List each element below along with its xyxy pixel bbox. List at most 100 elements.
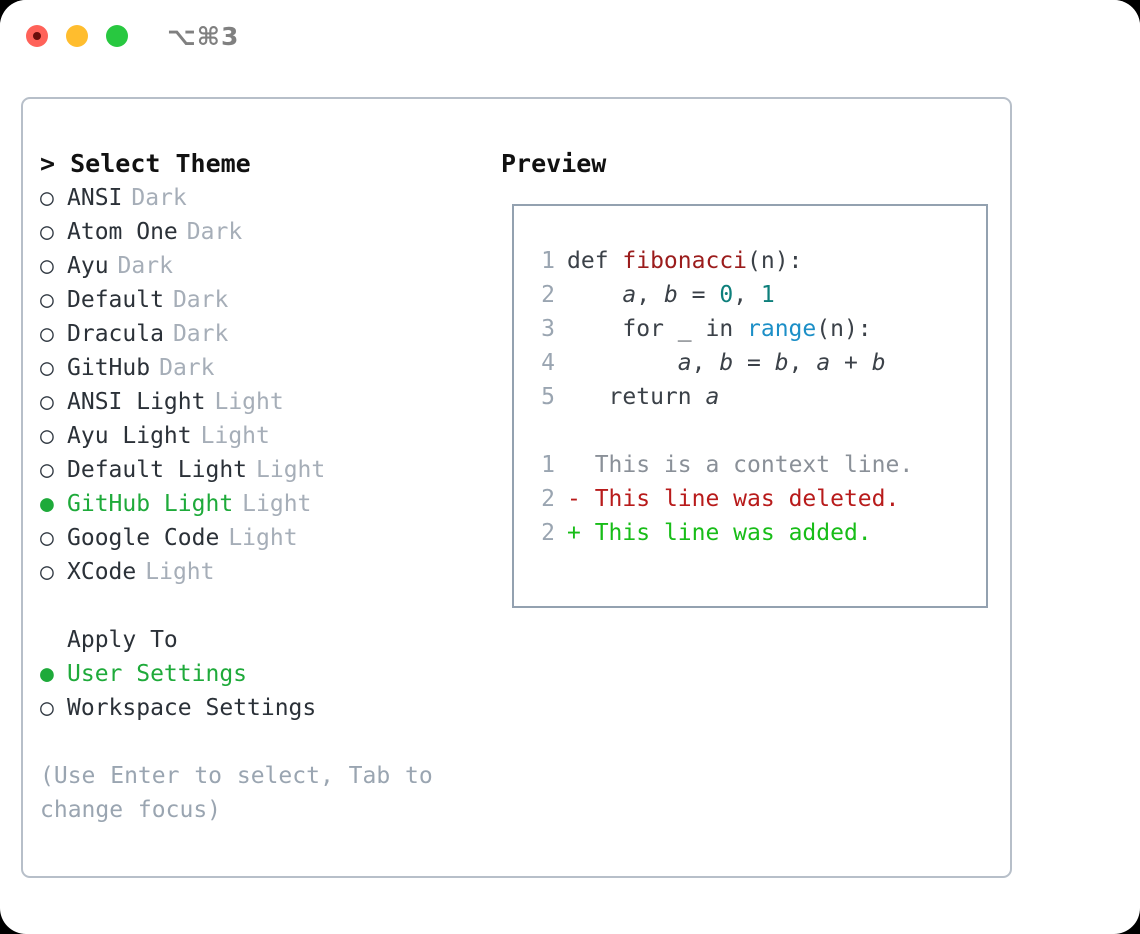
code-token: +: [830, 350, 872, 376]
radio-unselected-icon[interactable]: ○: [40, 559, 54, 585]
diff-line: 1 This is a context line.: [527, 448, 913, 482]
theme-variant-tag: Dark: [172, 321, 229, 347]
diff-marker: [567, 448, 595, 482]
radio-unselected-icon[interactable]: ○: [40, 321, 54, 347]
theme-option[interactable]: ○ Ayu Light Light: [40, 419, 470, 453]
radio-unselected-icon[interactable]: ○: [40, 423, 54, 449]
code-token: =: [733, 350, 775, 376]
line-number: 1: [541, 248, 555, 274]
diff-line-text: This line was deleted.: [594, 486, 900, 512]
hint-spacer: [40, 725, 470, 759]
line-number: 1: [541, 452, 555, 478]
minimize-button-icon[interactable]: [66, 25, 88, 47]
keyboard-shortcut-label: ⌥⌘3: [167, 22, 240, 51]
theme-variant-tag: Dark: [186, 219, 243, 245]
line-number: 2: [541, 282, 555, 308]
radio-unselected-icon[interactable]: ○: [40, 389, 54, 415]
theme-option-label: ANSI Light: [67, 389, 206, 415]
code-token: =: [677, 282, 720, 308]
radio-unselected-icon[interactable]: ○: [40, 457, 54, 483]
code-token: for _ in: [567, 316, 748, 342]
diff-line: 2- This line was deleted.: [527, 482, 913, 516]
apply-to-option[interactable]: ● User Settings: [40, 657, 470, 691]
radio-unselected-icon[interactable]: ○: [40, 287, 54, 313]
diff-line-text: This line was added.: [594, 520, 872, 546]
diff-line: 2+ This line was added.: [527, 516, 913, 550]
radio-selected-icon[interactable]: ●: [40, 491, 54, 517]
theme-option[interactable]: ○ Ayu Dark: [40, 249, 470, 283]
theme-variant-tag: Light: [200, 423, 270, 449]
radio-unselected-icon[interactable]: ○: [40, 355, 54, 381]
code-token: ,: [691, 350, 720, 376]
apply-to-option[interactable]: ○ Workspace Settings: [40, 691, 470, 725]
code-line-content: a, b = 0, 1: [567, 278, 775, 312]
apply-to-list: ● User Settings ○ Workspace Settings: [40, 657, 470, 725]
theme-variant-tag: Light: [242, 491, 312, 517]
theme-option-label: Atom One: [67, 219, 178, 245]
code-token: ,: [636, 282, 664, 308]
theme-variant-tag: Dark: [172, 287, 229, 313]
code-line-content: return a: [567, 380, 720, 414]
code-token: return: [567, 384, 706, 410]
theme-option[interactable]: ○ Dracula Dark: [40, 317, 470, 351]
code-token: [567, 350, 678, 376]
maximize-button-icon[interactable]: [106, 25, 128, 47]
theme-option-label: Google Code: [67, 525, 220, 551]
line-number: 3: [541, 316, 555, 342]
close-button-icon[interactable]: [26, 25, 48, 47]
code-token: b: [774, 350, 789, 376]
code-token: 1: [760, 282, 775, 308]
theme-variant-tag: Dark: [117, 253, 173, 279]
theme-variant-tag: Dark: [131, 185, 187, 211]
code-line-content: def fibonacci(n):: [567, 244, 802, 278]
code-line: 1 def fibonacci(n):: [527, 244, 913, 278]
select-theme-title: Select Theme: [70, 149, 251, 178]
theme-option-label: GitHub: [67, 355, 151, 381]
theme-option[interactable]: ○ Default Dark: [40, 283, 470, 317]
code-line-content: a, b = b, a + b: [567, 346, 886, 380]
title-bar: ⌥⌘3: [0, 0, 1140, 78]
code-line-content: for _ in range(n):: [567, 312, 871, 346]
theme-option-label: Ayu Light: [67, 423, 192, 449]
radio-unselected-icon[interactable]: ○: [40, 219, 54, 245]
theme-option[interactable]: ● GitHub Light Light: [40, 487, 470, 521]
code-token: 0: [719, 282, 734, 308]
code-token: a: [677, 350, 692, 376]
radio-unselected-icon[interactable]: ○: [40, 525, 54, 551]
theme-option-label: XCode: [67, 559, 137, 585]
radio-unselected-icon[interactable]: ○: [40, 185, 54, 211]
theme-option[interactable]: ○ Atom One Dark: [40, 215, 470, 249]
radio-selected-icon[interactable]: ●: [40, 661, 54, 687]
theme-variant-tag: Light: [214, 389, 284, 415]
theme-option[interactable]: ○ ANSI Light Light: [40, 385, 470, 419]
apply-to-option-label: User Settings: [67, 661, 248, 687]
radio-unselected-icon[interactable]: ○: [40, 695, 54, 721]
code-token: b: [871, 350, 886, 376]
code-line: 2 a, b = 0, 1: [527, 278, 913, 312]
theme-variant-tag: Light: [145, 559, 215, 585]
theme-option-label: Default: [67, 287, 164, 313]
theme-option-label: Ayu: [67, 253, 109, 279]
theme-option-label: Default Light: [67, 457, 248, 483]
theme-option[interactable]: ○ XCode Light: [40, 555, 470, 589]
line-number: 2: [541, 486, 555, 512]
list-spacer: [40, 589, 470, 623]
radio-unselected-icon[interactable]: ○: [40, 253, 54, 279]
theme-option-label: GitHub Light: [67, 491, 234, 517]
select-theme-heading: > Select Theme: [40, 147, 470, 181]
apply-to-option-label: Workspace Settings: [67, 695, 317, 721]
diff-marker: +: [567, 520, 595, 546]
prompt-caret: >: [40, 149, 71, 178]
line-number: 5: [541, 384, 555, 410]
theme-option-label: Dracula: [67, 321, 164, 347]
